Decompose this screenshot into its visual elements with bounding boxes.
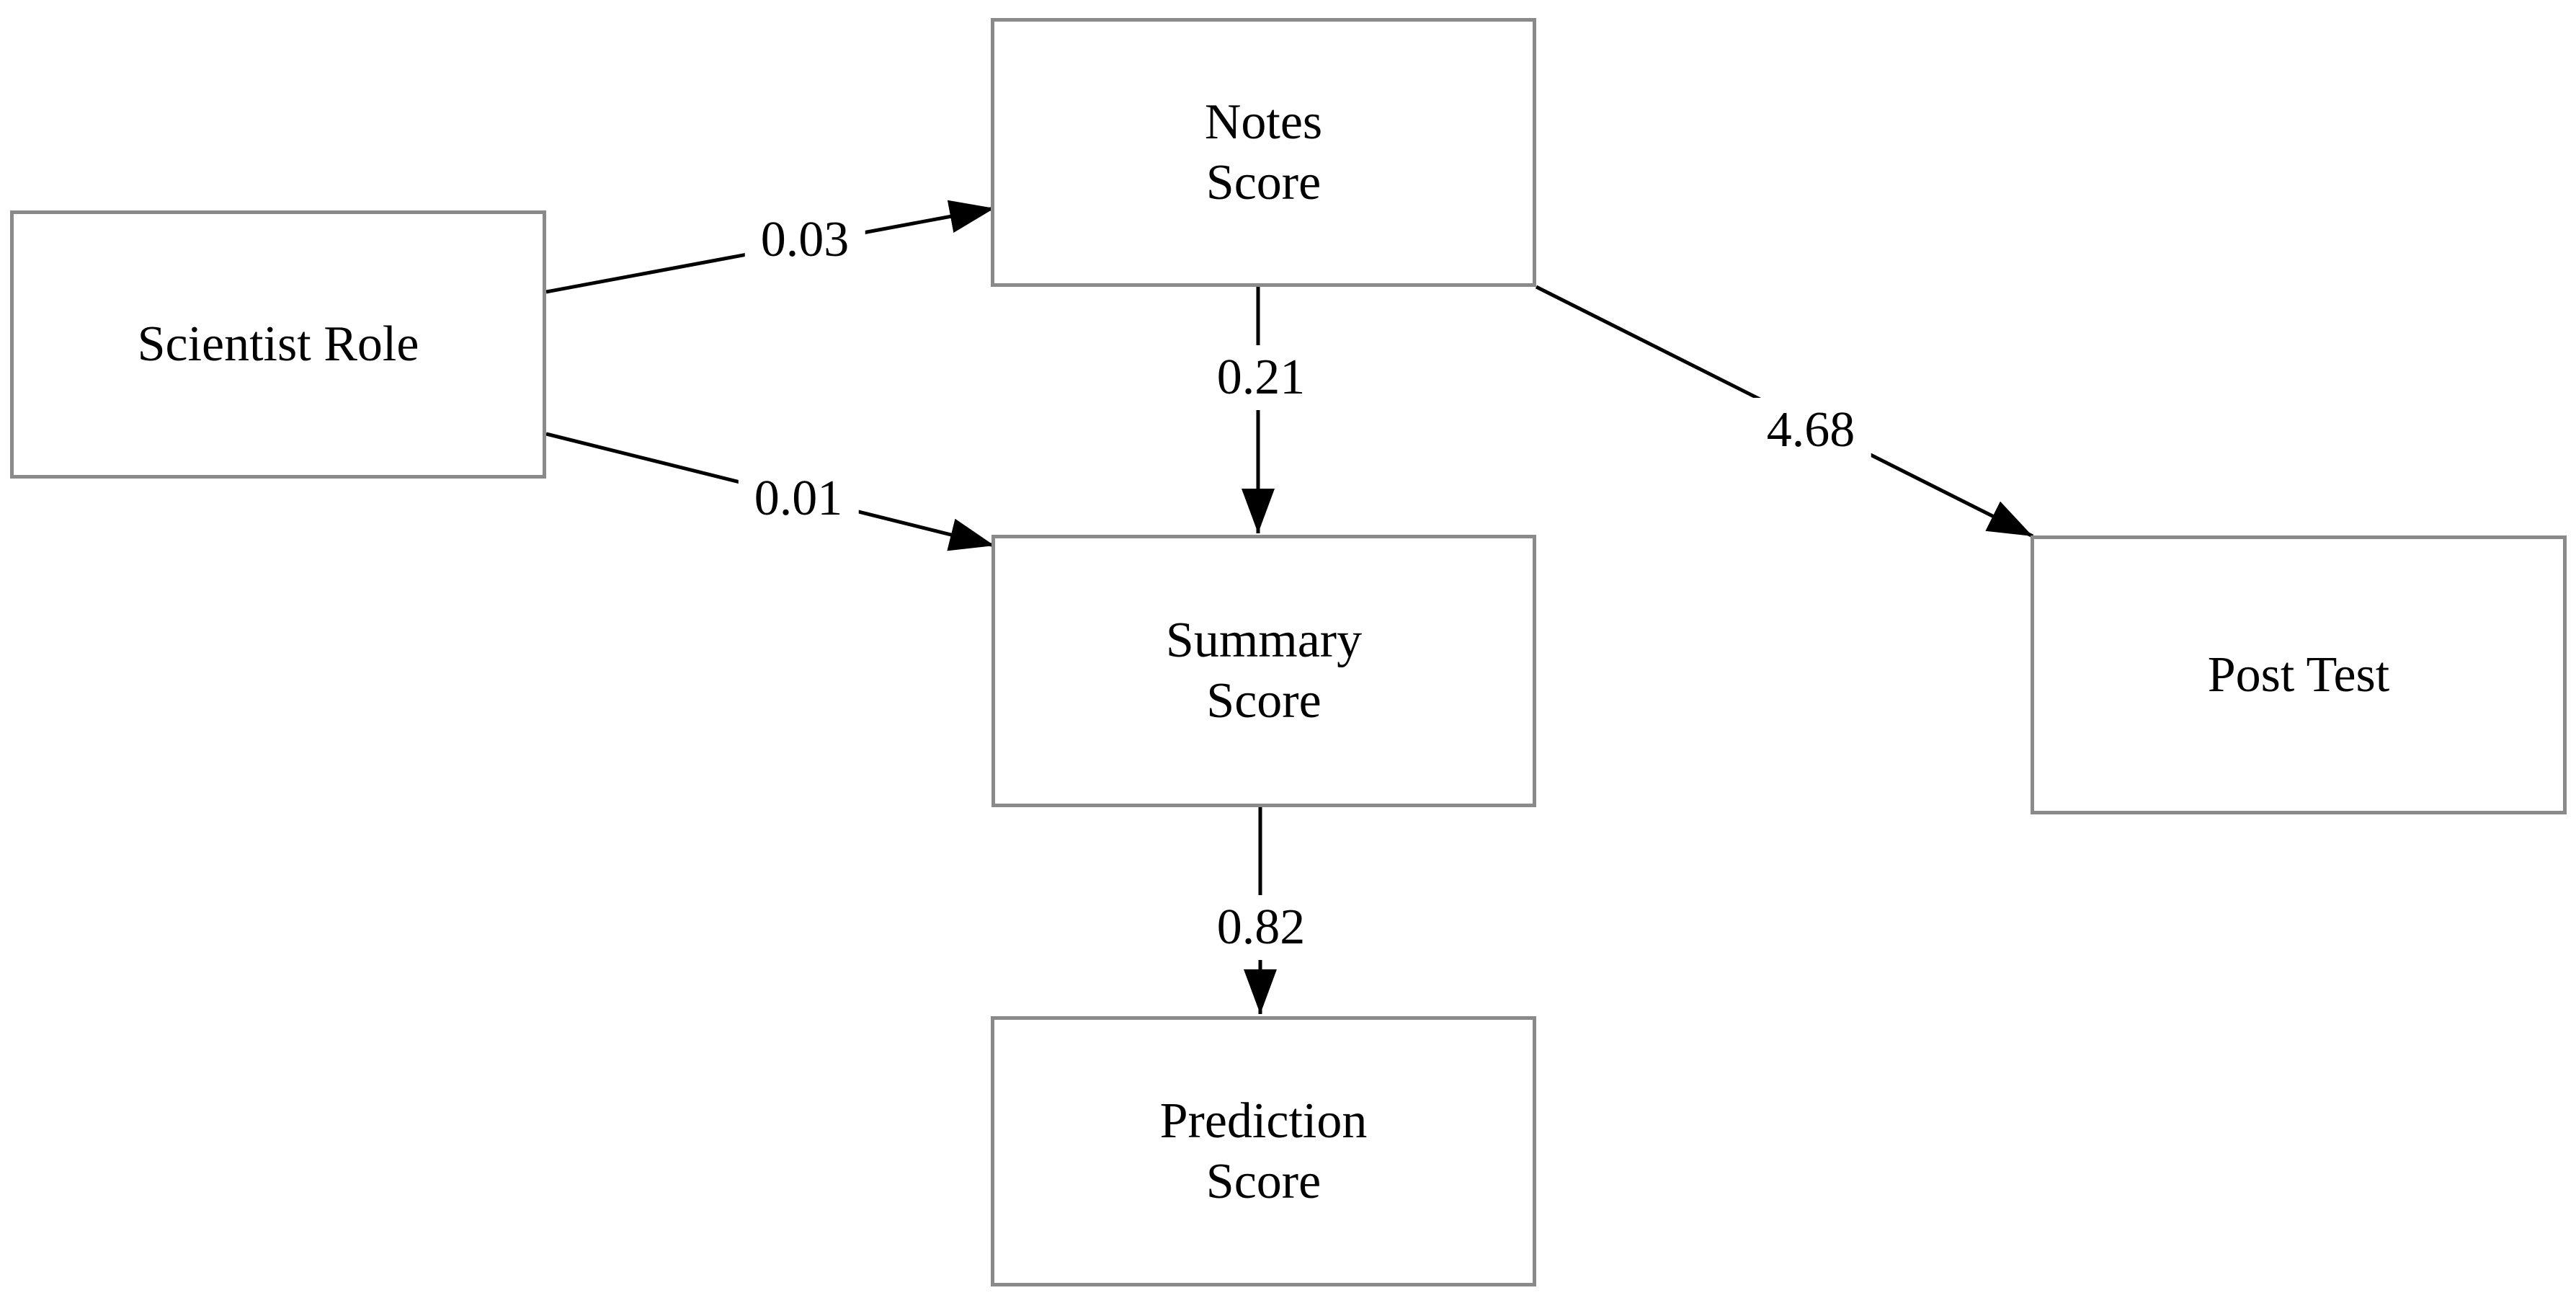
- coefficient-label-scientist-to-summary: 0.01: [738, 466, 859, 531]
- coefficient-label-notes-to-post-test: 4.68: [1750, 398, 1871, 463]
- node-label-scientist-role: Scientist Role: [137, 316, 419, 372]
- node-notes-score: Notes Score: [991, 18, 1536, 287]
- node-label-prediction-score: Prediction Score: [1159, 1093, 1368, 1209]
- node-scientist-role: Scientist Role: [10, 210, 546, 479]
- node-post-test: Post Test: [2031, 535, 2567, 814]
- coefficient-label-summary-to-prediction: 0.82: [1200, 895, 1322, 960]
- coefficient-label-notes-to-summary: 0.21: [1200, 345, 1322, 410]
- node-prediction-score: Prediction Score: [991, 1016, 1536, 1286]
- node-summary-score: Summary Score: [991, 535, 1536, 807]
- node-label-notes-score: Notes Score: [1204, 94, 1323, 210]
- node-label-post-test: Post Test: [2207, 646, 2390, 703]
- node-label-summary-score: Summary Score: [1165, 613, 1363, 729]
- coefficient-label-scientist-to-notes: 0.03: [744, 208, 865, 272]
